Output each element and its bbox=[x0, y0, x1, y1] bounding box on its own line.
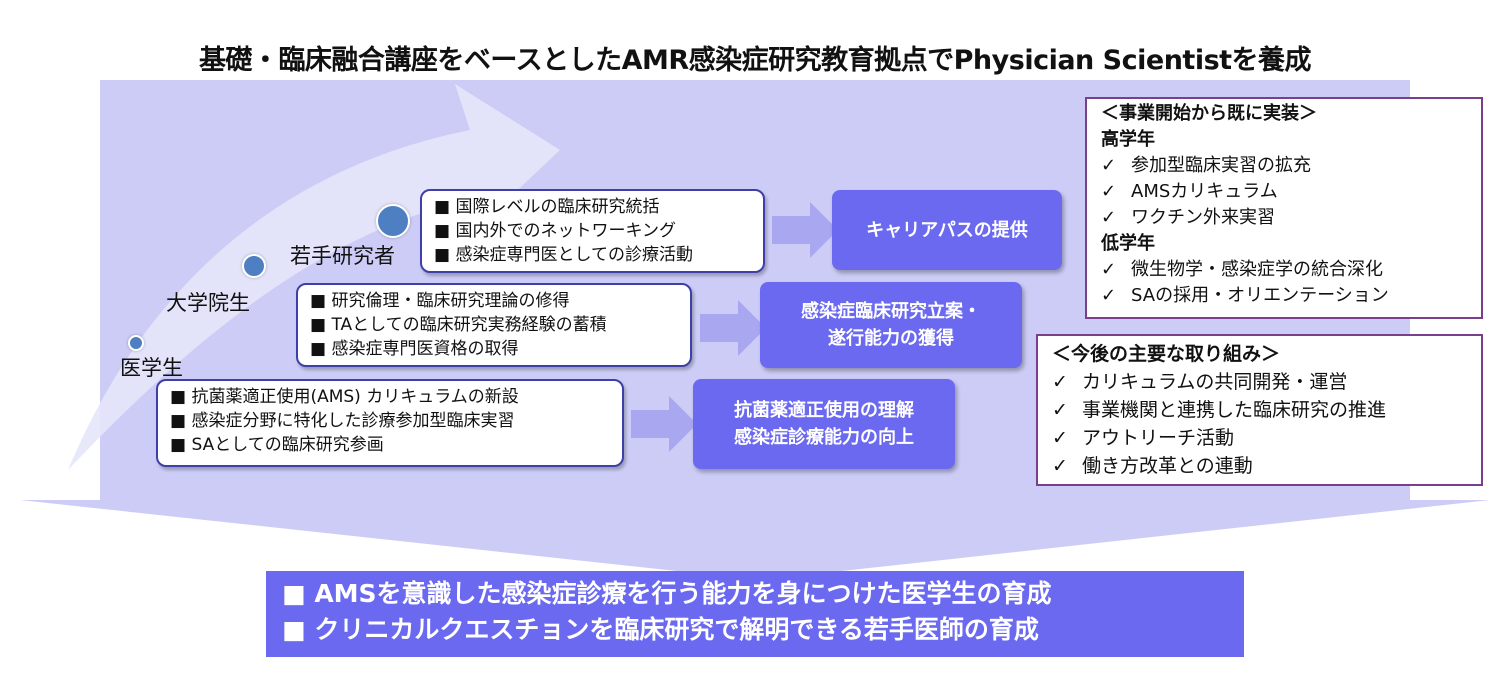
upper-grade-label: 高学年 bbox=[1101, 129, 1155, 150]
young-activities-box: ■ 国際レベルの臨床研究統括 ■ 国内外でのネットワーキング ■ 感染症専門医と… bbox=[420, 189, 765, 273]
stage-label-young: 若手研究者 bbox=[290, 244, 395, 268]
outcome-grad: 感染症臨床研究立案・ 遂行能力の獲得 bbox=[760, 282, 1022, 368]
outcome-med: 抗菌薬適正使用の理解 感染症診療能力の向上 bbox=[693, 379, 955, 469]
arrow-right-icon bbox=[772, 202, 838, 258]
stage-dot-med bbox=[128, 335, 144, 351]
young-activity-1: ■ 国際レベルの臨床研究統括 bbox=[434, 197, 660, 217]
stage-dot-grad bbox=[242, 254, 266, 278]
outcome-med-line1: 抗菌薬適正使用の理解 bbox=[734, 400, 914, 421]
upper-item: ✓参加型臨床実習の拡充 bbox=[1101, 153, 1467, 179]
grad-activities-box: ■ 研究倫理・臨床研究理論の修得 ■ TAとしての臨床研究実務経験の蓄積 ■ 感… bbox=[296, 283, 692, 367]
grad-activity-3: ■ 感染症専門医資格の取得 bbox=[310, 339, 519, 359]
goal-line-2: ■ クリニカルクエスチョンを臨床研究で解明できる若手医師の育成 bbox=[282, 615, 1039, 644]
med-activity-2: ■ 感染症分野に特化した診療参加型臨床実習 bbox=[170, 411, 515, 431]
future-item: ✓働き方改革との連動 bbox=[1052, 452, 1467, 480]
check-icon: ✓ bbox=[1052, 399, 1068, 421]
check-icon: ✓ bbox=[1101, 155, 1117, 176]
lower-item: ✓SAの採用・オリエンテーション bbox=[1101, 283, 1467, 309]
goal-line-1: ■ AMSを意識した感染症診療を行う能力を身につけた医学生の育成 bbox=[282, 579, 1052, 608]
grad-activity-1: ■ 研究倫理・臨床研究理論の修得 bbox=[310, 291, 570, 311]
check-icon: ✓ bbox=[1052, 427, 1068, 449]
page-title: 基礎・臨床融合講座をベースとしたAMR感染症研究教育拠点でPhysician S… bbox=[198, 45, 1312, 76]
med-activity-3: ■ SAとしての臨床研究参画 bbox=[170, 435, 384, 455]
future-header: ＜今後の主要な取り組み＞ bbox=[1052, 343, 1281, 365]
implemented-box: ＜事業開始から既に実装＞ 高学年 ✓参加型臨床実習の拡充 ✓AMSカリキュラム … bbox=[1085, 97, 1483, 319]
stage-dot-young bbox=[376, 204, 410, 238]
arrow-right-icon bbox=[700, 300, 766, 356]
check-icon: ✓ bbox=[1101, 259, 1117, 280]
future-box: ＜今後の主要な取り組み＞ ✓カリキュラムの共同開発・運営 ✓事業機関と連携した臨… bbox=[1036, 334, 1483, 486]
med-activity-1: ■ 抗菌薬適正使用(AMS) カリキュラムの新設 bbox=[170, 387, 519, 407]
future-item: ✓アウトリーチ活動 bbox=[1052, 424, 1467, 452]
outcome-grad-line2: 遂行能力の獲得 bbox=[828, 328, 954, 349]
stage-label-med: 医学生 bbox=[120, 356, 183, 380]
check-icon: ✓ bbox=[1101, 285, 1117, 306]
stage-label-grad: 大学院生 bbox=[166, 291, 250, 315]
young-activity-2: ■ 国内外でのネットワーキング bbox=[434, 221, 676, 241]
grad-activity-2: ■ TAとしての臨床研究実務経験の蓄積 bbox=[310, 315, 607, 335]
check-icon: ✓ bbox=[1052, 455, 1068, 477]
outcome-young: キャリアパスの提供 bbox=[832, 190, 1062, 270]
outcome-grad-line1: 感染症臨床研究立案・ bbox=[801, 301, 981, 322]
outcome-young-text: キャリアパスの提供 bbox=[866, 219, 1028, 241]
check-icon: ✓ bbox=[1052, 371, 1068, 393]
future-item: ✓事業機関と連携した臨床研究の推進 bbox=[1052, 396, 1467, 424]
implemented-header: ＜事業開始から既に実装＞ bbox=[1101, 103, 1317, 124]
check-icon: ✓ bbox=[1101, 181, 1117, 202]
arrow-right-icon bbox=[631, 396, 697, 452]
future-item: ✓カリキュラムの共同開発・運営 bbox=[1052, 368, 1467, 396]
upper-item: ✓ワクチン外来実習 bbox=[1101, 205, 1467, 231]
young-activity-3: ■ 感染症専門医としての診療活動 bbox=[434, 245, 693, 265]
med-activities-box: ■ 抗菌薬適正使用(AMS) カリキュラムの新設 ■ 感染症分野に特化した診療参… bbox=[156, 379, 624, 467]
goal-banner: ■ AMSを意識した感染症診療を行う能力を身につけた医学生の育成 ■ クリニカル… bbox=[266, 571, 1244, 657]
check-icon: ✓ bbox=[1101, 207, 1117, 228]
lower-item: ✓微生物学・感染症学の統合深化 bbox=[1101, 257, 1467, 283]
outcome-med-line2: 感染症診療能力の向上 bbox=[734, 427, 914, 448]
upper-item: ✓AMSカリキュラム bbox=[1101, 179, 1467, 205]
lower-grade-label: 低学年 bbox=[1101, 233, 1155, 254]
